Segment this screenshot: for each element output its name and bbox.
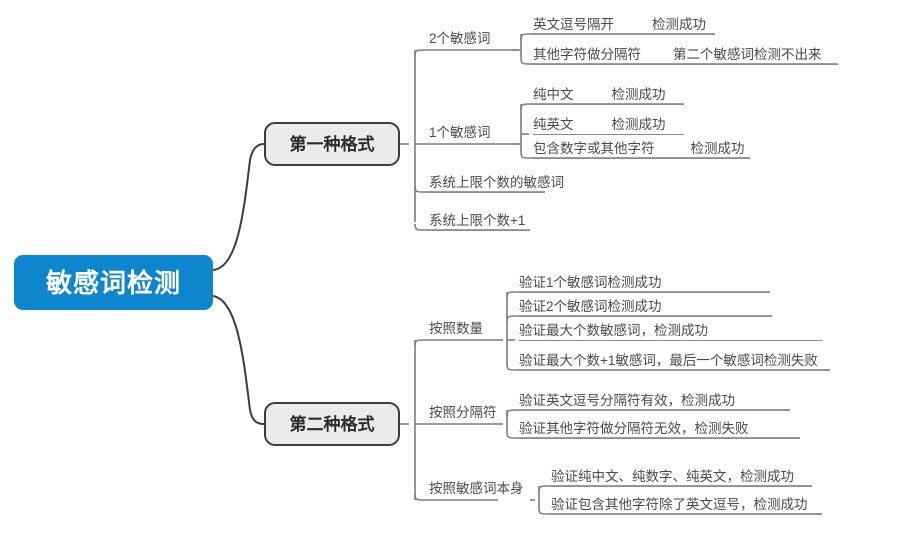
leaf-text: 验证1个敏感词检测成功 bbox=[519, 274, 662, 290]
leaf-node-verify-comma-separator[interactable]: 验证英文逗号分隔符有效，检测成功 bbox=[519, 390, 790, 411]
leaf-node-comma-separated[interactable]: 英文逗号隔开 检测成功 bbox=[533, 14, 715, 35]
sub-node-label: 按照数量 bbox=[429, 321, 483, 337]
branch-node-second-format[interactable]: 第二种格式 bbox=[264, 402, 400, 446]
sub-node-label: 按照敏感词本身 bbox=[429, 481, 524, 497]
leaf-text: 系统上限个数的敏感词 bbox=[429, 174, 564, 190]
leaf-node-verify-pure-types[interactable]: 验证纯中文、纯数字、纯英文，检测成功 bbox=[551, 466, 812, 487]
leaf-result: 检测成功 bbox=[611, 86, 666, 102]
branch-label: 第二种格式 bbox=[289, 414, 375, 434]
leaf-text: 验证包含其他字符除了英文逗号，检测成功 bbox=[551, 496, 808, 512]
leaf-node-other-separator[interactable]: 其他字符做分隔符 第二个敏感词检测不出来 bbox=[533, 44, 838, 65]
leaf-text: 纯中文 bbox=[533, 86, 574, 102]
leaf-text: 验证其他字符做分隔符无效，检测失败 bbox=[519, 420, 749, 436]
leaf-node-verify-other-separator-invalid[interactable]: 验证其他字符做分隔符无效，检测失败 bbox=[519, 418, 800, 439]
leaf-text: 系统上限个数+1 bbox=[429, 212, 526, 228]
root-node[interactable]: 敏感词检测 bbox=[14, 255, 213, 310]
leaf-text: 英文逗号隔开 bbox=[533, 16, 614, 32]
sub-node-by-word-itself[interactable]: 按照敏感词本身 bbox=[429, 480, 524, 498]
leaf-text: 验证纯中文、纯数字、纯英文，检测成功 bbox=[551, 468, 794, 484]
leaf-text: 验证最大个数+1敏感词，最后一个敏感词检测失败 bbox=[519, 352, 818, 368]
leaf-node-system-limit-count[interactable]: 系统上限个数的敏感词 bbox=[429, 172, 564, 193]
sub-node-by-separator[interactable]: 按照分隔符 bbox=[429, 404, 497, 422]
leaf-result: 检测成功 bbox=[652, 16, 706, 32]
leaf-text: 验证最大个数敏感词，检测成功 bbox=[519, 322, 708, 338]
sub-node-one-word[interactable]: 1个敏感词 bbox=[429, 124, 491, 142]
branch-node-first-format[interactable]: 第一种格式 bbox=[264, 122, 400, 166]
leaf-node-pure-english[interactable]: 纯英文 检测成功 bbox=[533, 114, 684, 135]
branch-label: 第一种格式 bbox=[289, 134, 375, 154]
leaf-node-pure-chinese[interactable]: 纯中文 检测成功 bbox=[533, 84, 684, 105]
leaf-text: 验证英文逗号分隔符有效，检测成功 bbox=[519, 392, 735, 408]
leaf-result: 检测成功 bbox=[690, 140, 745, 156]
root-label: 敏感词检测 bbox=[45, 267, 181, 298]
leaf-text: 验证2个敏感词检测成功 bbox=[519, 298, 662, 314]
leaf-node-verify-one-word[interactable]: 验证1个敏感词检测成功 bbox=[519, 272, 770, 293]
leaf-result: 检测成功 bbox=[611, 116, 666, 132]
leaf-node-digits-or-other-chars[interactable]: 包含数字或其他字符 检测成功 bbox=[533, 138, 750, 159]
sub-node-two-words[interactable]: 2个敏感词 bbox=[429, 30, 491, 48]
sub-node-label: 1个敏感词 bbox=[429, 125, 491, 141]
leaf-node-verify-two-words[interactable]: 验证2个敏感词检测成功 bbox=[519, 296, 772, 317]
leaf-node-verify-max-plus-one[interactable]: 验证最大个数+1敏感词，最后一个敏感词检测失败 bbox=[519, 350, 830, 371]
leaf-result: 第二个敏感词检测不出来 bbox=[673, 46, 822, 62]
sub-node-by-count[interactable]: 按照数量 bbox=[429, 320, 483, 338]
leaf-text: 纯英文 bbox=[533, 116, 574, 132]
leaf-node-verify-max-words[interactable]: 验证最大个数敏感词，检测成功 bbox=[519, 320, 822, 341]
leaf-text: 其他字符做分隔符 bbox=[533, 46, 641, 62]
leaf-node-verify-other-chars-except-comma[interactable]: 验证包含其他字符除了英文逗号，检测成功 bbox=[551, 494, 822, 515]
leaf-node-system-limit-plus-one[interactable]: 系统上限个数+1 bbox=[429, 210, 530, 231]
leaf-text: 包含数字或其他字符 bbox=[533, 140, 655, 156]
sub-node-label: 2个敏感词 bbox=[429, 31, 491, 47]
sub-node-label: 按照分隔符 bbox=[429, 405, 497, 421]
